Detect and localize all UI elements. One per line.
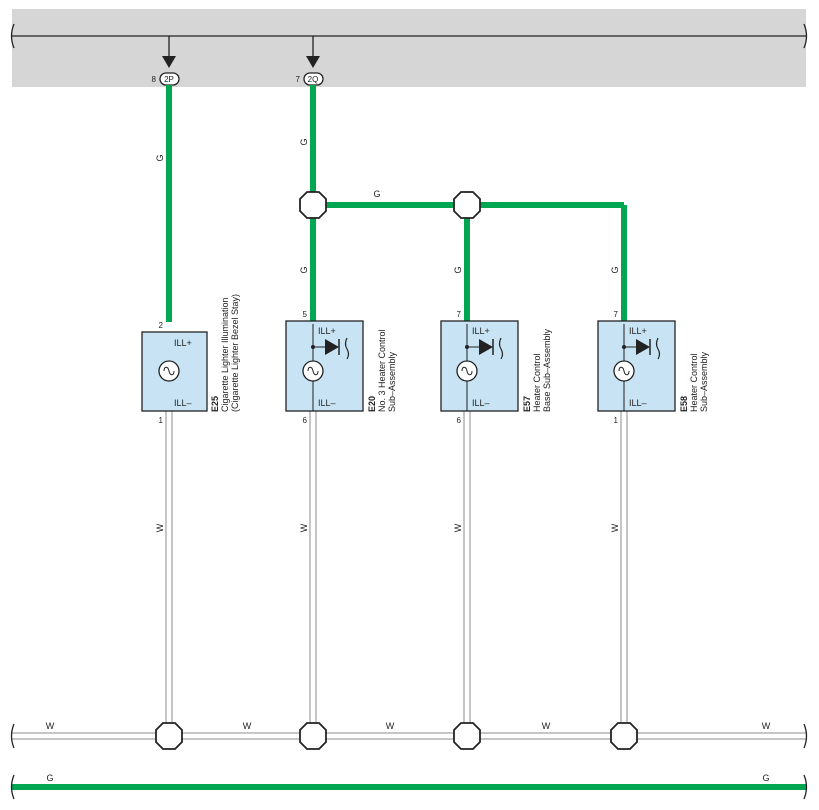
wire-label-w: W xyxy=(610,523,620,532)
lamp-icon xyxy=(158,360,180,382)
splice-junction-icon xyxy=(155,722,183,750)
svg-text:7: 7 xyxy=(614,310,619,319)
component-e20: 5 ILL+ ILL– 6 E20 No. 3 Heater Control S… xyxy=(285,310,397,425)
svg-text:ILL+: ILL+ xyxy=(629,326,647,336)
svg-text:ILL–: ILL– xyxy=(174,398,192,408)
svg-text:ILL+: ILL+ xyxy=(318,326,336,336)
svg-text:Heater Control: Heater Control xyxy=(532,353,542,412)
svg-text:E20: E20 xyxy=(367,396,377,412)
splice-junction-icon xyxy=(299,722,327,750)
green-wires xyxy=(166,85,627,322)
wire-label-g: G xyxy=(299,138,309,145)
lamp-icon xyxy=(456,360,478,382)
wire-label-g: G xyxy=(610,266,620,273)
svg-text:ILL–: ILL– xyxy=(472,398,490,408)
svg-text:ILL+: ILL+ xyxy=(472,326,490,336)
bus-break-left-icon xyxy=(10,723,15,749)
svg-text:Sub–Assembly: Sub–Assembly xyxy=(387,351,397,412)
arrow-down-icon xyxy=(162,56,176,68)
svg-text:7: 7 xyxy=(296,75,301,84)
svg-text:7: 7 xyxy=(457,310,462,319)
wire-label-w: W xyxy=(46,721,55,731)
wire-label-g: G xyxy=(762,773,769,783)
wire-label-g: G xyxy=(155,154,165,161)
svg-text:ILL–: ILL– xyxy=(318,398,336,408)
splice-junction-icon xyxy=(610,722,638,750)
lamp-icon xyxy=(613,360,635,382)
svg-text:ILL–: ILL– xyxy=(629,398,647,408)
wire-label-g: G xyxy=(453,266,463,273)
svg-text:Base Sub–Assembly: Base Sub–Assembly xyxy=(542,328,552,412)
component-e25: 2 ILL+ ILL– 1 E25 Cigarette Lighter Illu… xyxy=(141,294,240,425)
connector-2p: 2P 8 xyxy=(152,72,180,86)
bus-break-left-icon xyxy=(10,23,15,49)
wire-label-g: G xyxy=(373,189,380,199)
svg-text:E25: E25 xyxy=(210,396,220,412)
splice-junction-icon xyxy=(299,191,327,219)
bus-break-left-icon xyxy=(10,774,15,800)
svg-text:E58: E58 xyxy=(679,396,689,412)
bus-break-right-icon xyxy=(803,723,808,749)
svg-text:5: 5 xyxy=(303,310,308,319)
component-e58: 7 ILL+ ILL– 1 E58 Heater Control Sub–Ass… xyxy=(597,310,709,425)
top-bus-area xyxy=(12,9,806,87)
wire-label-w: W xyxy=(762,721,771,731)
wire-label-w: W xyxy=(386,721,395,731)
white-wires xyxy=(12,411,806,740)
wire-label-w: W xyxy=(542,721,551,731)
splice-junction-icon xyxy=(453,191,481,219)
svg-text:1: 1 xyxy=(614,416,619,425)
wire-label-g: G xyxy=(299,266,309,273)
svg-text:6: 6 xyxy=(457,416,462,425)
wire-label-g: G xyxy=(46,773,53,783)
bus-break-right-icon xyxy=(803,23,808,49)
wire-label-w: W xyxy=(453,523,463,532)
svg-text:Heater Control: Heater Control xyxy=(689,353,699,412)
wire-label-w: W xyxy=(155,523,165,532)
svg-text:8: 8 xyxy=(152,75,157,84)
svg-text:2: 2 xyxy=(159,321,164,330)
component-e57: 7 ILL+ ILL– 6 E57 Heater Control Base Su… xyxy=(440,310,552,425)
svg-text:2P: 2P xyxy=(164,75,174,84)
bus-break-right-icon xyxy=(803,774,808,800)
svg-text:Cigarette Lighter Illumination: Cigarette Lighter Illumination xyxy=(220,297,230,412)
lamp-icon xyxy=(302,360,324,382)
svg-text:1: 1 xyxy=(159,416,164,425)
connector-2q: 2Q 7 xyxy=(296,72,324,86)
svg-text:Sub–Assembly: Sub–Assembly xyxy=(699,351,709,412)
svg-text:No. 3 Heater Control: No. 3 Heater Control xyxy=(377,329,387,412)
wire-label-w: W xyxy=(243,721,252,731)
svg-text:6: 6 xyxy=(303,416,308,425)
svg-text:ILL+: ILL+ xyxy=(174,338,192,348)
svg-text:(Cigarette Lighter Bezel Stay): (Cigarette Lighter Bezel Stay) xyxy=(230,294,240,412)
svg-text:2Q: 2Q xyxy=(308,75,319,84)
splice-junction-icon xyxy=(453,722,481,750)
arrow-down-icon xyxy=(306,56,320,68)
wire-label-w: W xyxy=(299,523,309,532)
svg-text:E57: E57 xyxy=(522,396,532,412)
